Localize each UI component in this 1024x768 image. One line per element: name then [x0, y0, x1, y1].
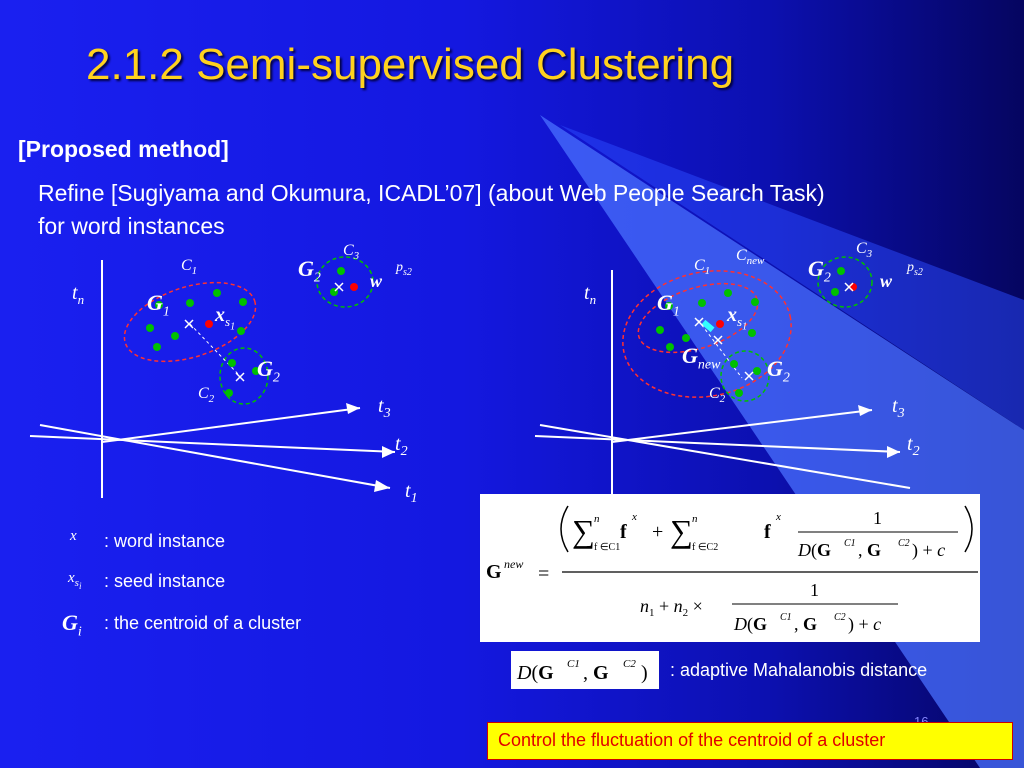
- svg-text:C1: C1: [844, 538, 856, 549]
- label-c1: C1: [181, 257, 198, 278]
- note-box: Control the fluctuation of the centroid …: [487, 722, 1013, 760]
- legend-symbol-x: x: [70, 528, 77, 544]
- label-cnew: Cnew: [736, 247, 765, 268]
- label-xs1: xs1: [215, 304, 236, 333]
- label-c2: C2: [198, 385, 215, 406]
- label-c2-right: C2: [709, 385, 726, 406]
- svg-text:∑: ∑: [670, 513, 693, 549]
- svg-text:new: new: [504, 557, 523, 571]
- legend-symbol-xsi: xsi: [68, 570, 82, 592]
- svg-text:) + c: ) + c: [848, 614, 881, 635]
- slide-title: 2.1.2 Semi-supervised Clustering: [86, 40, 735, 89]
- svg-text:C2: C2: [898, 538, 910, 549]
- svg-text:): ): [641, 662, 648, 684]
- label-xs1-right: xs1: [727, 304, 748, 333]
- left-cluster-diagram: [29, 256, 396, 498]
- svg-text:, G: , G: [583, 662, 609, 684]
- label-g2-top: G2: [298, 256, 321, 286]
- label-w: w: [370, 271, 383, 291]
- svg-text:C1: C1: [780, 612, 792, 623]
- svg-text:∑: ∑: [572, 513, 595, 549]
- right-cluster-diagram: [534, 256, 911, 498]
- svg-text:x: x: [631, 511, 637, 523]
- legend-symbol-gi: Gi: [62, 610, 82, 640]
- axis-label-t2: t2: [395, 433, 408, 459]
- svg-text:C1: C1: [567, 658, 580, 670]
- formula-math: G new = ∑ n f ∈C1 f x + ∑ n f ∈C2 f x 1 …: [486, 505, 978, 635]
- svg-text:f ∈C2: f ∈C2: [692, 542, 718, 553]
- svg-text:f ∈C1: f ∈C1: [594, 542, 620, 553]
- axis-label-t3: t3: [378, 395, 391, 421]
- svg-text:1: 1: [810, 580, 819, 600]
- svg-text:) + c: ) + c: [912, 540, 945, 561]
- label-c3: C3: [343, 242, 360, 263]
- distance-description: : adaptive Mahalanobis distance: [670, 660, 928, 680]
- axis-label-t1: t1: [405, 480, 418, 506]
- axis-label-tn-right: tn: [584, 282, 597, 307]
- svg-text:f: f: [620, 521, 627, 543]
- label-g2-right: G2: [767, 356, 790, 386]
- distance-math: D(G C1 , G C2 ): [516, 658, 648, 684]
- svg-text:D(G: D(G: [797, 540, 831, 561]
- svg-text:, G: , G: [794, 614, 817, 634]
- axis-label-tn: tn: [72, 282, 85, 307]
- svg-text:C2: C2: [834, 612, 846, 623]
- axis-label-t2-right: t2: [907, 433, 920, 459]
- legend-seed-instance: : seed instance: [104, 571, 226, 591]
- body-line-1: Refine [Sugiyama and Okumura, ICADL’07] …: [38, 180, 825, 206]
- svg-text:n1 + n2 ×: n1 + n2 ×: [640, 596, 703, 619]
- body-line-2: for word instances: [38, 213, 225, 239]
- svg-text:x: x: [775, 511, 781, 523]
- svg-text:n: n: [692, 513, 698, 525]
- svg-text:+: +: [652, 521, 663, 543]
- section-heading: [Proposed method]: [18, 136, 229, 162]
- label-g2-top-right: G2: [808, 256, 831, 286]
- svg-text:D(G: D(G: [733, 614, 767, 635]
- svg-text:, G: , G: [858, 540, 881, 560]
- svg-text:=: =: [538, 563, 549, 585]
- svg-text:1: 1: [873, 508, 882, 528]
- svg-text:D(G: D(G: [516, 662, 554, 684]
- axis-label-t3-right: t3: [892, 395, 905, 421]
- label-ps2-right: ps2: [907, 260, 923, 278]
- svg-text:f: f: [764, 521, 771, 543]
- label-g1-right: G1: [657, 290, 680, 320]
- svg-text:C2: C2: [623, 658, 636, 670]
- distance-expression: D(G C1 , G C2 ): [511, 651, 659, 689]
- centroid-formula: G new = ∑ n f ∈C1 f x + ∑ n f ∈C2 f x 1 …: [480, 494, 980, 642]
- label-g2: G2: [257, 356, 280, 386]
- label-g1: G1: [147, 290, 170, 320]
- legend-centroid: : the centroid of a cluster: [104, 613, 302, 633]
- svg-text:n: n: [594, 513, 600, 525]
- label-c1-right: C1: [694, 257, 711, 278]
- label-ps2: ps2: [396, 260, 412, 278]
- legend-word-instance: : word instance: [104, 531, 226, 551]
- label-c3-right: C3: [856, 240, 873, 261]
- label-gnew: Gnew: [682, 343, 721, 373]
- label-w-right: w: [880, 271, 893, 291]
- svg-text:G: G: [486, 561, 502, 583]
